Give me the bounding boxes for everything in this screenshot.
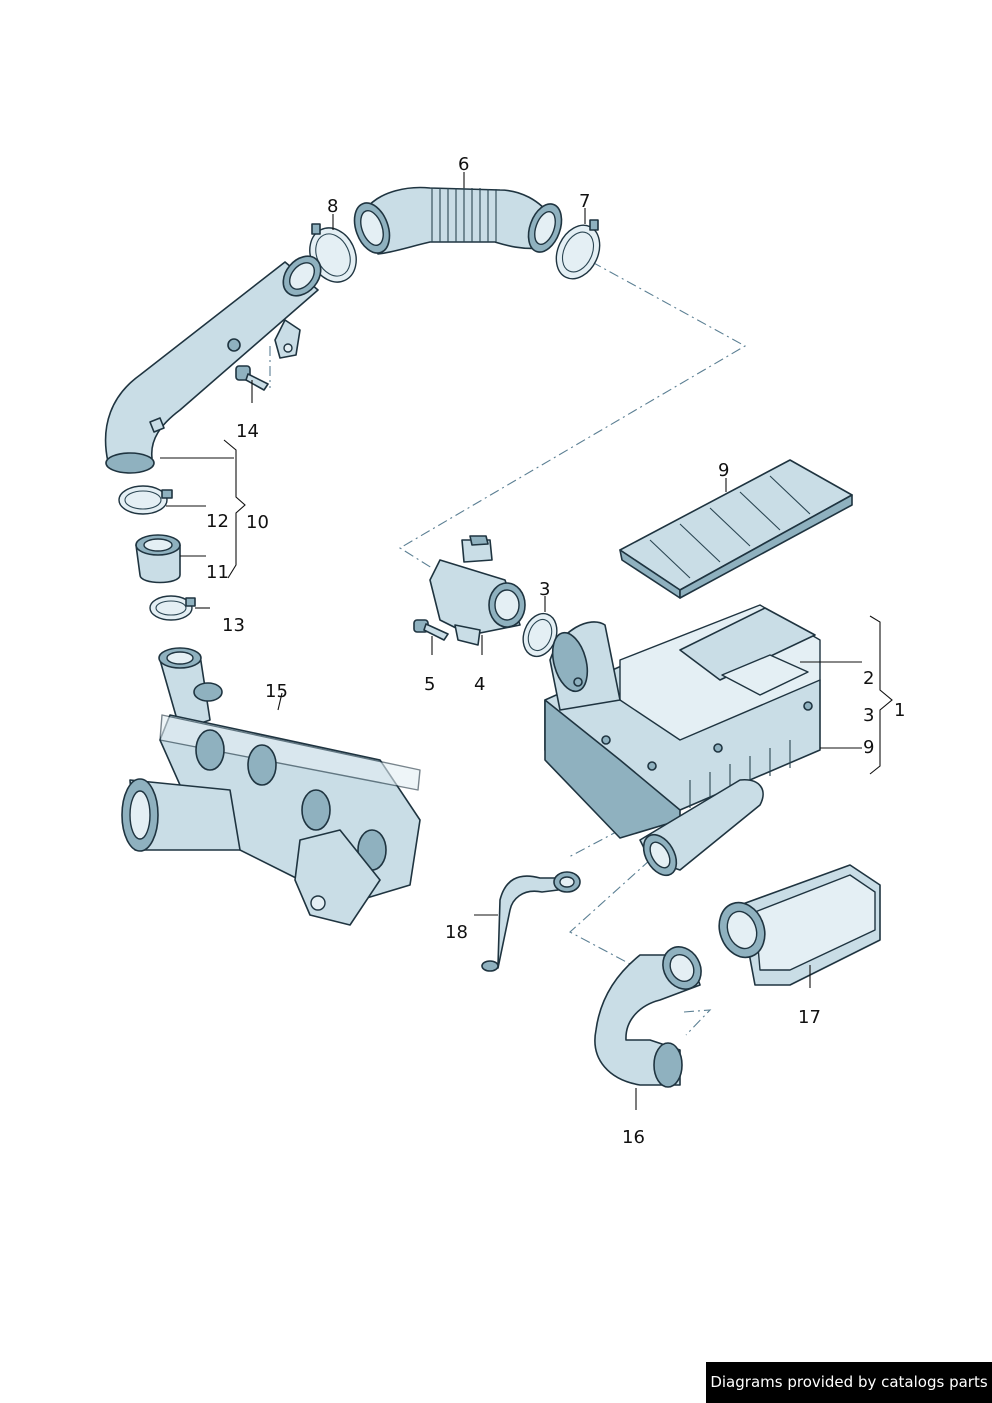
- part-17-air-intake[interactable]: [712, 864, 881, 986]
- label-13: 13: [222, 615, 245, 636]
- label-17: 17: [798, 1007, 821, 1028]
- part-7-hose-clamp[interactable]: [548, 218, 608, 286]
- label-6: 6: [458, 154, 469, 175]
- leader-lines: [160, 172, 893, 1110]
- label-1: 1: [894, 700, 905, 721]
- part-14-charge-pipe[interactable]: [104, 249, 329, 474]
- label-2: 2: [863, 668, 874, 689]
- label-10: 10: [246, 512, 269, 533]
- part-6-intake-hose[interactable]: [348, 186, 568, 258]
- part-16-air-duct[interactable]: [594, 940, 709, 1088]
- part-18-breather-pipe[interactable]: [481, 871, 581, 972]
- label-18: 18: [445, 922, 468, 943]
- label-14: 14: [236, 421, 259, 442]
- label-9a: 9: [718, 460, 729, 481]
- part-4-air-mass-meter[interactable]: [429, 535, 526, 646]
- label-12: 12: [206, 511, 229, 532]
- label-4: 4: [474, 674, 485, 695]
- part-16-inlet-duct[interactable]: [637, 779, 764, 881]
- label-11: 11: [206, 562, 229, 583]
- label-15: 15: [265, 681, 288, 702]
- label-9b: 9: [863, 737, 874, 758]
- part-5-screw[interactable]: [413, 619, 449, 641]
- label-16: 16: [622, 1127, 645, 1148]
- assembly-lines: [269, 261, 747, 1036]
- label-8: 8: [327, 196, 338, 217]
- part-15-turbocharger[interactable]: [121, 647, 421, 926]
- part-12-clamp[interactable]: [118, 485, 173, 515]
- part-14-bolt[interactable]: [235, 365, 269, 391]
- part-11-sleeve[interactable]: [135, 534, 181, 584]
- label-3b: 3: [863, 705, 874, 726]
- part-13-clamp[interactable]: [149, 595, 196, 621]
- label-7: 7: [579, 191, 590, 212]
- footer-credit: Diagrams provided by catalogs parts: [706, 1362, 992, 1403]
- callout-labels: 6 7 8 14 12 10 11 13 15 3 5 4 9 2 3 9 1 …: [206, 154, 905, 1148]
- label-5: 5: [424, 674, 435, 695]
- label-3a: 3: [539, 579, 550, 600]
- part-1-air-filter-housing[interactable]: [544, 604, 821, 839]
- part-9-air-filter-element[interactable]: [619, 459, 853, 599]
